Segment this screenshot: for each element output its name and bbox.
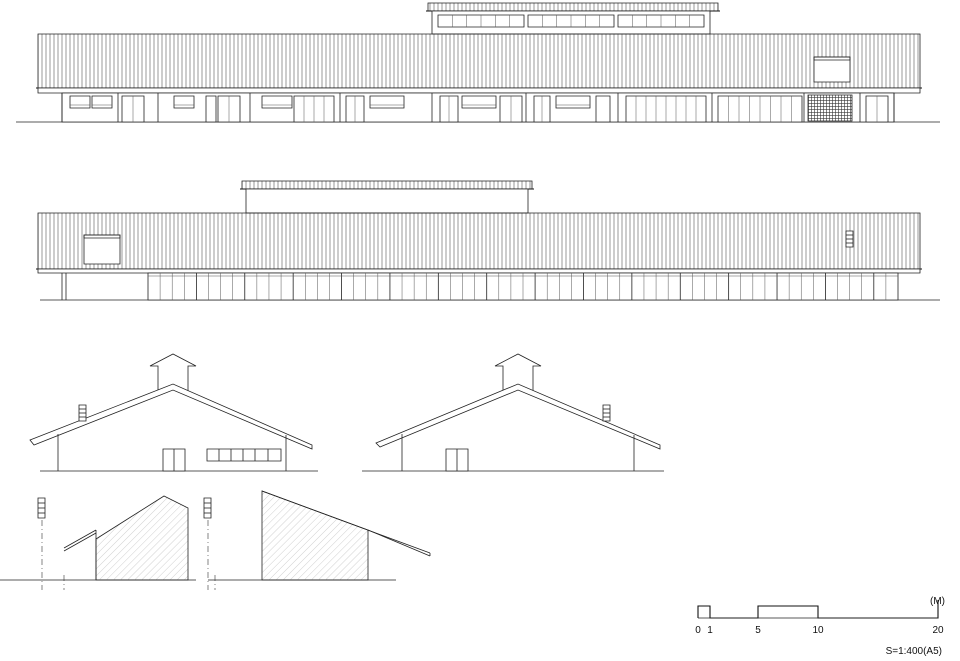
window <box>174 96 194 108</box>
window <box>462 96 496 108</box>
door-opening <box>206 96 216 122</box>
chimney-left <box>79 405 86 421</box>
roof-monitor-rear <box>240 181 534 213</box>
roof-monitor <box>426 3 720 34</box>
gable-elevation-right <box>362 354 664 471</box>
scale-tick-5: 5 <box>755 625 761 636</box>
chimney-right <box>603 405 610 421</box>
scale-ratio-label: S=1:400(A5) <box>886 646 942 657</box>
section-left <box>0 496 196 590</box>
front-elevation <box>16 3 940 122</box>
scale-tick-10: 10 <box>812 625 824 636</box>
roof-louver-rear <box>84 235 120 264</box>
scale-tick-0: 0 <box>695 625 701 636</box>
vent-stack-rear <box>846 231 853 247</box>
window <box>556 96 590 108</box>
window <box>70 96 90 108</box>
scale-unit-label: (M) <box>930 596 945 607</box>
scale-bar: (M) 0 1 5 10 20 S=1:400(A5) <box>695 596 945 657</box>
window <box>92 96 112 108</box>
window <box>262 96 292 108</box>
window-band <box>207 449 281 461</box>
window <box>370 96 404 108</box>
door-opening <box>596 96 610 122</box>
scale-tick-20: 20 <box>932 625 944 636</box>
section-right <box>204 491 430 590</box>
rear-elevation <box>36 181 940 300</box>
scale-tick-1: 1 <box>707 625 713 636</box>
grille-panel <box>808 95 852 121</box>
roof-louver <box>814 57 850 82</box>
gable-elevation-left <box>30 354 318 471</box>
